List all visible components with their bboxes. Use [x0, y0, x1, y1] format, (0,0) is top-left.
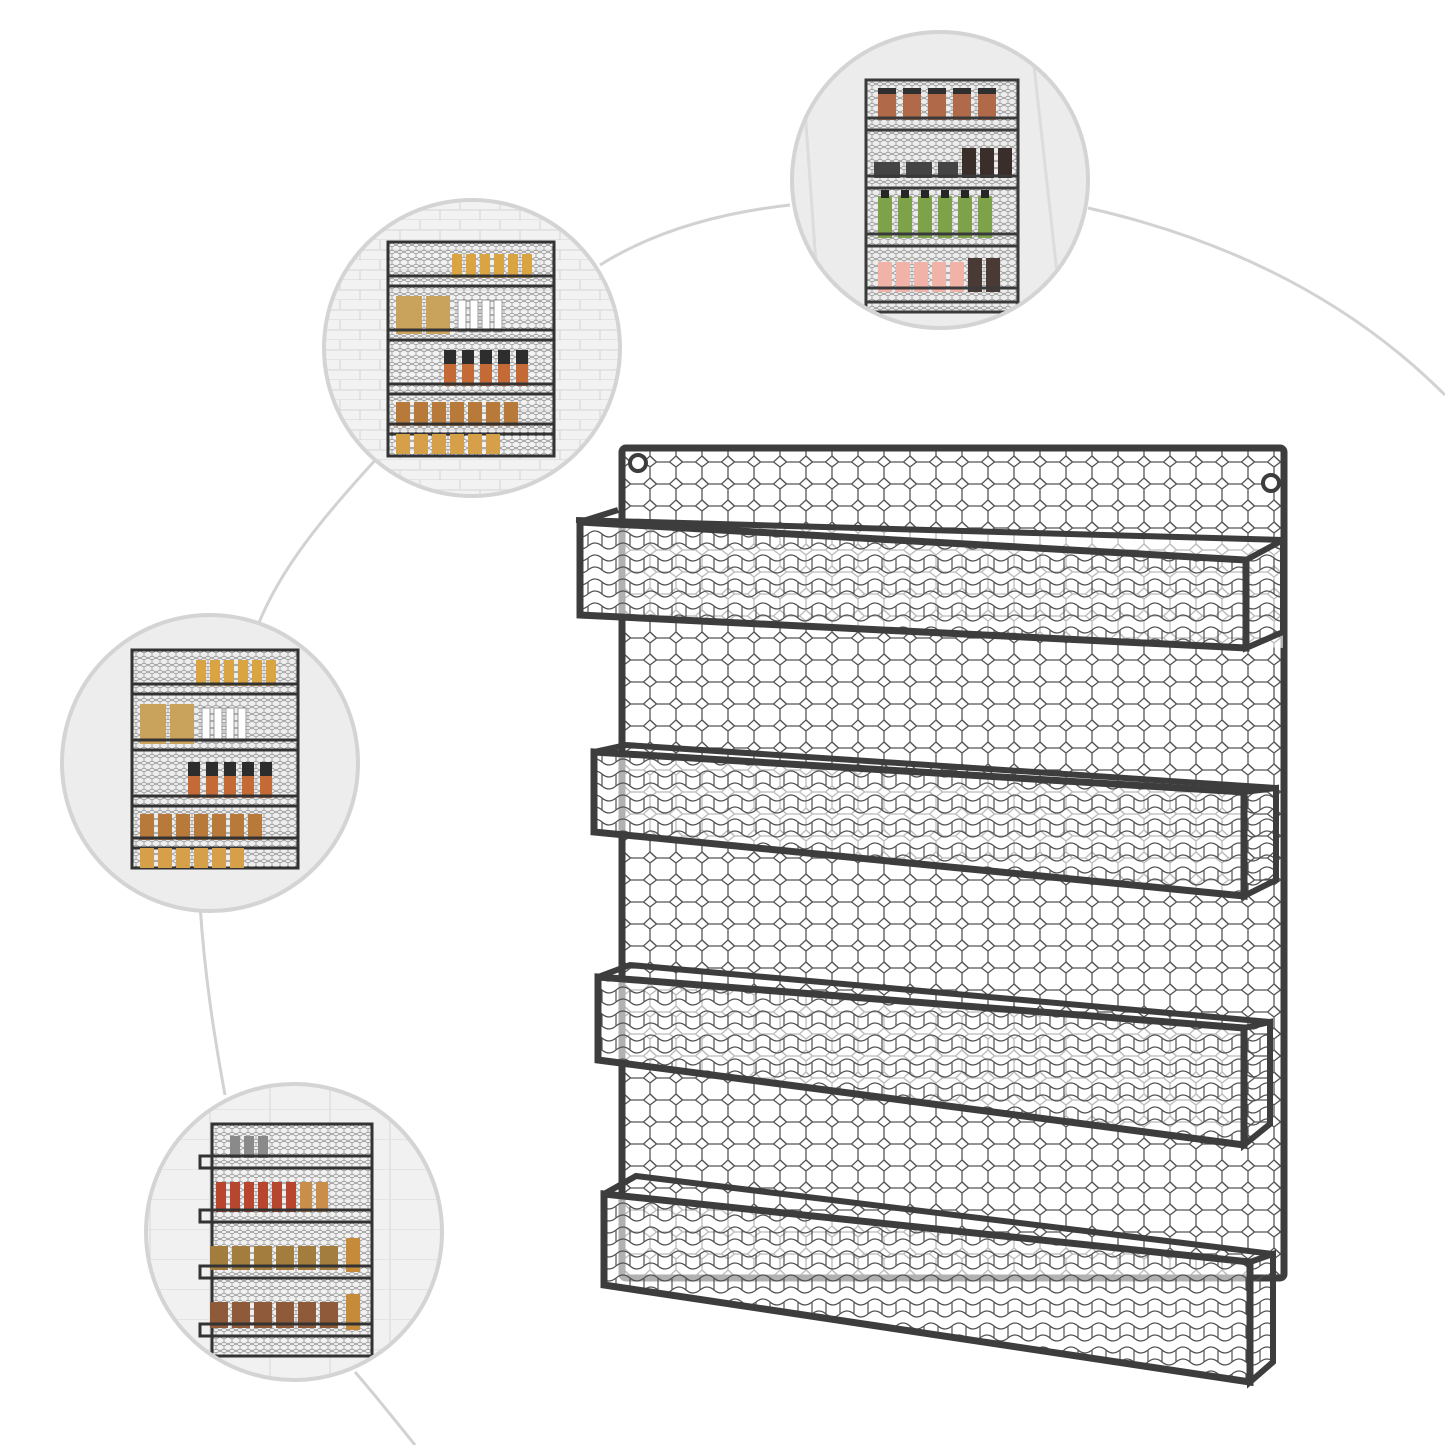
shelf-3 [594, 961, 1273, 1152]
shelf-1 [575, 507, 1286, 653]
connecting-arc [198, 203, 1445, 1445]
mount-hole-right [1261, 473, 1281, 493]
shelf-4 [600, 1172, 1276, 1389]
shelf-2 [590, 741, 1279, 901]
thumb-middle-left [60, 613, 360, 913]
thumb-bottom-left [144, 1082, 444, 1382]
main-rack [575, 444, 1288, 1389]
mount-hole-left [628, 453, 648, 473]
thumb-upper-left [322, 198, 622, 498]
thumb-top-right [790, 30, 1090, 330]
